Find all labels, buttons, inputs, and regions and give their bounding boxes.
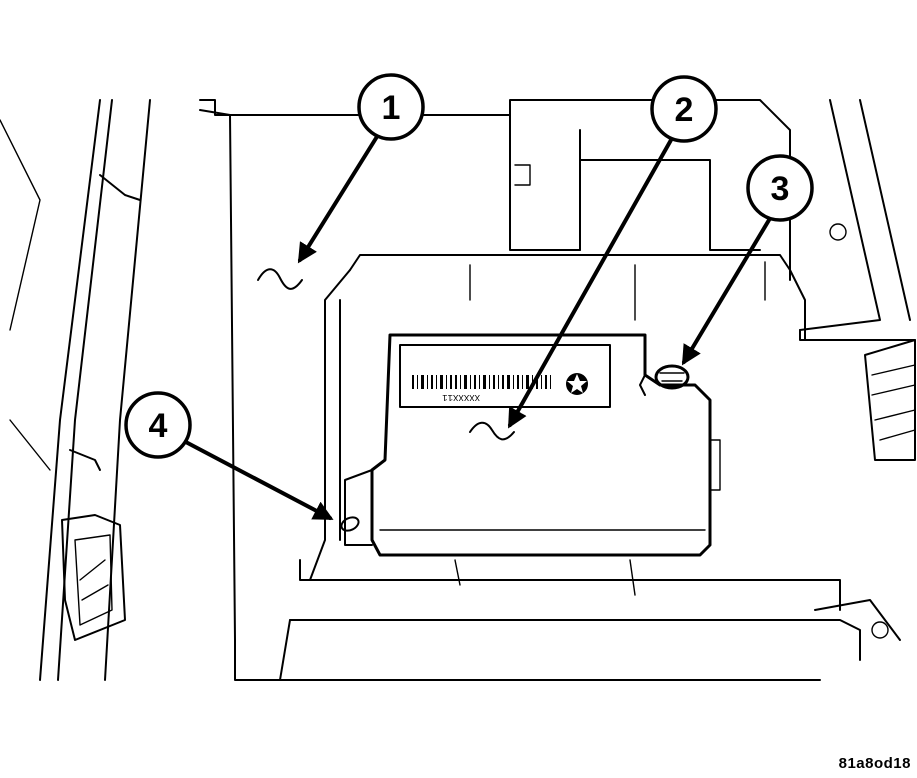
left-trim-panel — [0, 99, 151, 681]
locating-tab — [340, 516, 360, 532]
callout-2: 2 — [650, 75, 718, 143]
callout-4-number: 4 — [149, 407, 168, 445]
callout-3-number: 3 — [771, 170, 790, 208]
control-module: XXXXX11 — [344, 333, 721, 557]
module-label-code: XXXXX11 — [442, 392, 480, 402]
callout-1: 1 — [357, 73, 425, 141]
callout-2-number: 2 — [675, 91, 694, 129]
right-vent — [864, 339, 916, 461]
callout-1-number: 1 — [382, 89, 401, 127]
pentastar-logo — [566, 373, 588, 395]
callout-3: 3 — [746, 154, 814, 222]
callout-4: 4 — [124, 391, 192, 459]
bracket-symbol — [257, 268, 303, 290]
mounting-nut — [654, 364, 690, 390]
figure-code: 81a8od18 — [838, 755, 911, 772]
leader-lines — [180, 133, 774, 520]
upper-dash-structure — [199, 99, 916, 341]
module-tray — [199, 109, 901, 681]
